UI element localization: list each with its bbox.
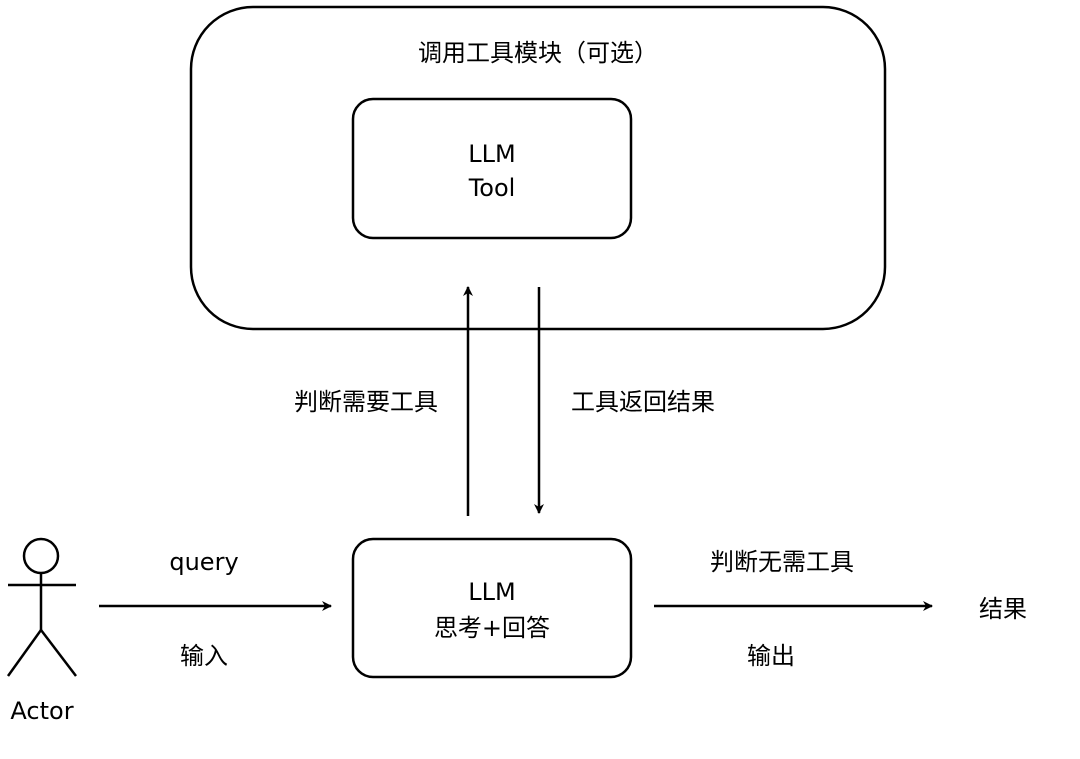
actor-icon: [6, 537, 77, 677]
actor-head: [22, 537, 60, 575]
llm-tool-box: [351, 97, 633, 240]
tool-result-edge: 工具返回结果: [534, 287, 715, 514]
actor-label: Actor: [10, 697, 73, 725]
input-edge: query 输入: [99, 548, 332, 670]
output-edge: 判断无需工具 输出: [654, 548, 933, 670]
tool-result-label: 工具返回结果: [571, 388, 715, 416]
llm-label-line2: 思考+回答: [434, 614, 550, 642]
no-tool-label: 判断无需工具: [710, 548, 854, 576]
llm-tool-label-line2: Tool: [468, 174, 516, 202]
llm-tool-node: LLM Tool: [351, 97, 633, 240]
tool-module-title: 调用工具模块（可选）: [418, 39, 658, 67]
llm-think-answer-box: [351, 537, 633, 679]
need-tool-label: 判断需要工具: [294, 388, 438, 416]
query-label: query: [169, 548, 238, 576]
actor-right-leg: [40, 629, 77, 677]
input-label: 输入: [180, 642, 228, 670]
actor-left-leg: [6, 629, 43, 677]
need-tool-edge: 判断需要工具: [294, 286, 473, 516]
llm-tool-label-line1: LLM: [468, 140, 515, 168]
result-label: 结果: [979, 595, 1027, 623]
output-label: 输出: [747, 642, 795, 670]
llm-think-answer-node: LLM 思考+回答: [351, 537, 633, 679]
llm-label-line1: LLM: [468, 578, 515, 606]
